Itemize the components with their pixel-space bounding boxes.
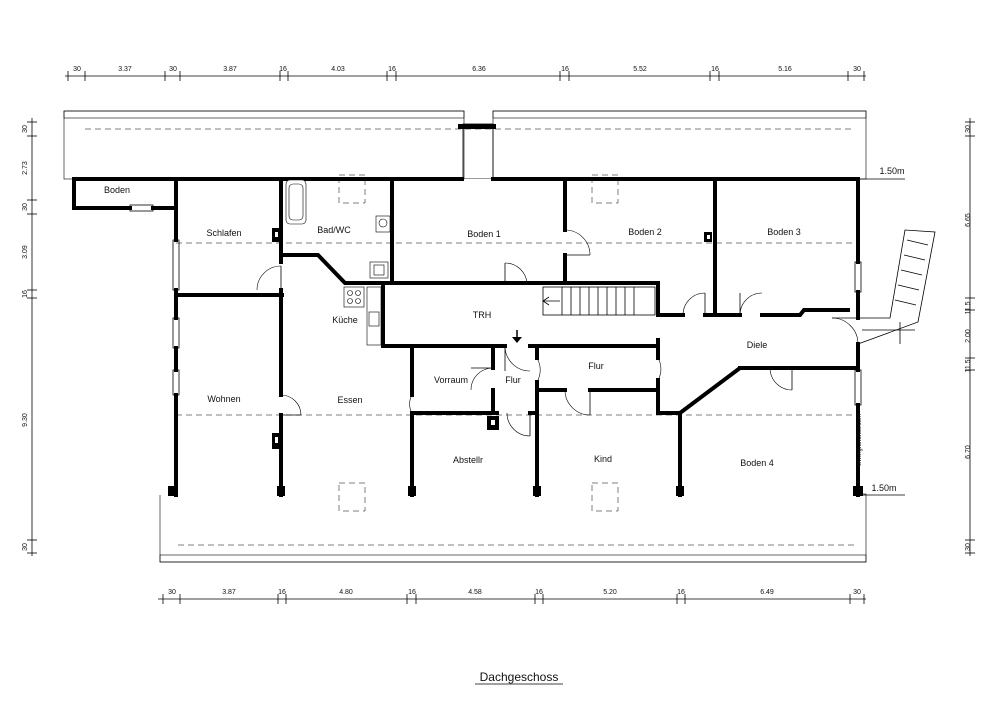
dim-right-2: 6.65 [965, 213, 972, 227]
room-label-vorraum: Vorraum [434, 375, 468, 385]
room-label-abstellr: Abstellr [453, 455, 483, 465]
dim-top-2: 3.37 [118, 66, 132, 73]
roof-top [63, 110, 867, 180]
dim-top-11: 16 [711, 66, 719, 73]
room-label-boden2: Boden 2 [628, 227, 662, 237]
dimension-right: 30 6.65 11.5 2.00 11.5 6.70 30 [965, 118, 975, 556]
dim-bottom-1: 30 [168, 589, 176, 596]
room-label-trh: TRH [473, 310, 492, 320]
chimneys [272, 228, 712, 449]
room-label-boden1: Boden 1 [467, 229, 501, 239]
dim-bottom-3: 16 [278, 589, 286, 596]
room-label-kind: Kind [594, 454, 612, 464]
watermark: www.grundriss.com [857, 414, 863, 467]
dim-top-10: 5.52 [633, 66, 647, 73]
windows [129, 204, 862, 406]
lower-height-label: 1.50m [871, 483, 896, 493]
dim-top-1: 30 [73, 66, 81, 73]
dim-top-7: 16 [388, 66, 396, 73]
dim-bottom-9: 16 [677, 589, 685, 596]
dim-left-5: 16 [22, 290, 29, 298]
dim-left-2: 2.73 [22, 161, 29, 175]
dim-left-3: 30 [22, 203, 29, 211]
bottom-wall-stubs [168, 486, 863, 496]
bath-fixtures [285, 179, 391, 279]
dimension-top: 30 3.37 30 3.87 16 4.03 16 6.36 16 5.52 … [65, 66, 866, 81]
room-label-boden: Boden [104, 185, 130, 195]
room-label-boden3: Boden 3 [767, 227, 801, 237]
dim-top-4: 3.87 [223, 66, 237, 73]
dim-top-8: 6.36 [472, 66, 486, 73]
dim-right-3: 11.5 [965, 301, 972, 314]
upper-height-label: 1.50m [879, 166, 904, 176]
walls [72, 177, 860, 497]
room-label-schlafen: Schlafen [206, 228, 241, 238]
skylights [338, 174, 619, 512]
dimension-bottom: 30 3.87 16 4.80 16 4.58 16 5.20 16 6.49 … [158, 589, 866, 604]
external-stair [857, 229, 936, 345]
room-label-diele: Diele [747, 340, 768, 350]
dim-left-4: 3.09 [22, 245, 29, 259]
dim-bottom-10: 6.49 [760, 589, 774, 596]
room-label-kueche: Küche [332, 315, 358, 325]
dim-top-6: 4.03 [331, 66, 345, 73]
room-label-bad: Bad/WC [317, 225, 351, 235]
room-label-flur-2: Flur [588, 361, 604, 371]
roof-bottom [159, 493, 867, 563]
staircase [542, 286, 656, 316]
room-label-flur-1: Flur [505, 375, 521, 385]
dim-top-9: 16 [561, 66, 569, 73]
room-label-wohnen: Wohnen [207, 394, 240, 404]
room-label-boden4: Boden 4 [740, 458, 774, 468]
kitchen-fixtures [343, 286, 382, 346]
dim-right-1: 30 [965, 125, 972, 133]
dim-top-5: 16 [279, 66, 287, 73]
dim-bottom-4: 4.80 [339, 589, 353, 596]
dim-bottom-5: 16 [408, 589, 416, 596]
dim-right-5: 11.5 [965, 359, 972, 372]
dim-bottom-8: 5.20 [603, 589, 617, 596]
dim-left-7: 30 [22, 543, 29, 551]
dim-right-4: 2.00 [965, 329, 972, 343]
dim-left-1: 30 [22, 125, 29, 133]
dim-top-12: 5.16 [778, 66, 792, 73]
dimension-left: 30 2.73 30 3.09 16 9.30 30 [22, 118, 37, 556]
dim-top-3: 30 [169, 66, 177, 73]
dim-top-13: 30 [853, 66, 861, 73]
room-label-essen: Essen [337, 395, 362, 405]
entry-arrow-icon [512, 330, 522, 343]
dim-right-6: 6.70 [965, 445, 972, 459]
height-annotations: 1.50m 1.50m [858, 166, 905, 496]
dim-bottom-6: 4.58 [468, 589, 482, 596]
room-labels: Boden Schlafen Bad/WC Boden 1 Boden 2 Bo… [104, 185, 801, 468]
dim-bottom-7: 16 [535, 589, 543, 596]
plan-title: Dachgeschoss [480, 670, 559, 684]
dim-bottom-11: 30 [853, 589, 861, 596]
dim-left-6: 9.30 [22, 413, 29, 427]
dim-right-7: 30 [965, 543, 972, 551]
dim-bottom-2: 3.87 [222, 589, 236, 596]
doors [256, 229, 859, 437]
